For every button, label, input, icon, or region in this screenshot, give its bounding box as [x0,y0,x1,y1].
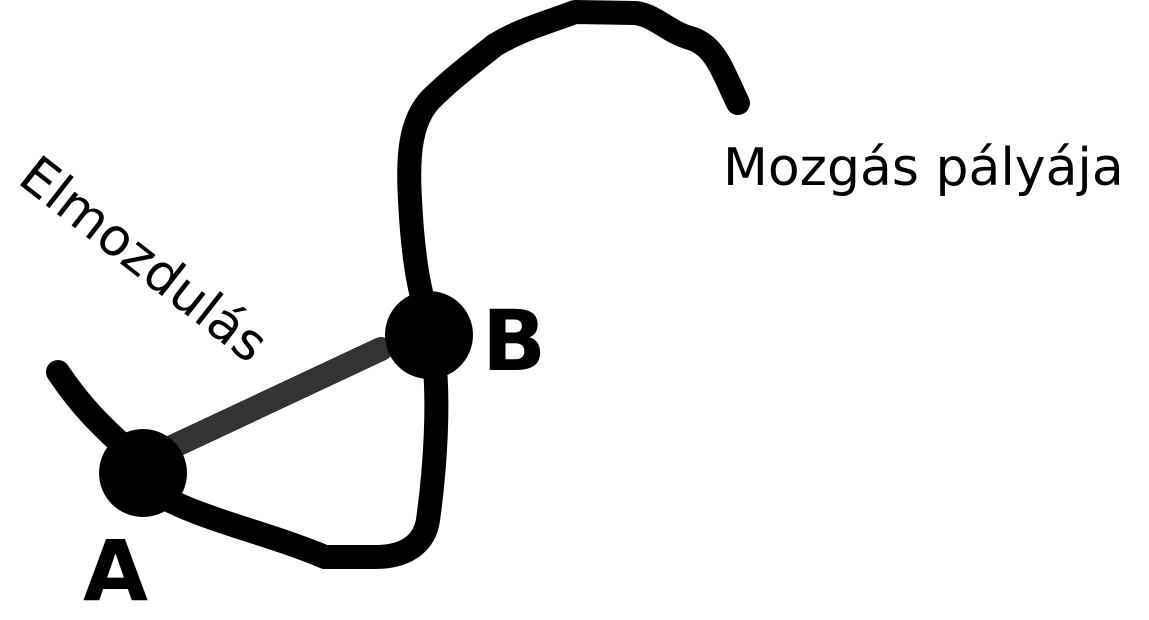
point-b-marker [385,291,473,379]
trajectory-loop-segment [138,338,449,569]
trajectory-upper-segment [397,0,750,342]
trajectory-label: Mozgás pályája [723,138,1124,198]
point-a-marker [99,429,187,517]
point-a-label: A [83,522,148,620]
displacement-label: Elmozdulás [8,145,279,375]
point-b-label: B [482,292,546,390]
displacement-line [160,337,393,459]
